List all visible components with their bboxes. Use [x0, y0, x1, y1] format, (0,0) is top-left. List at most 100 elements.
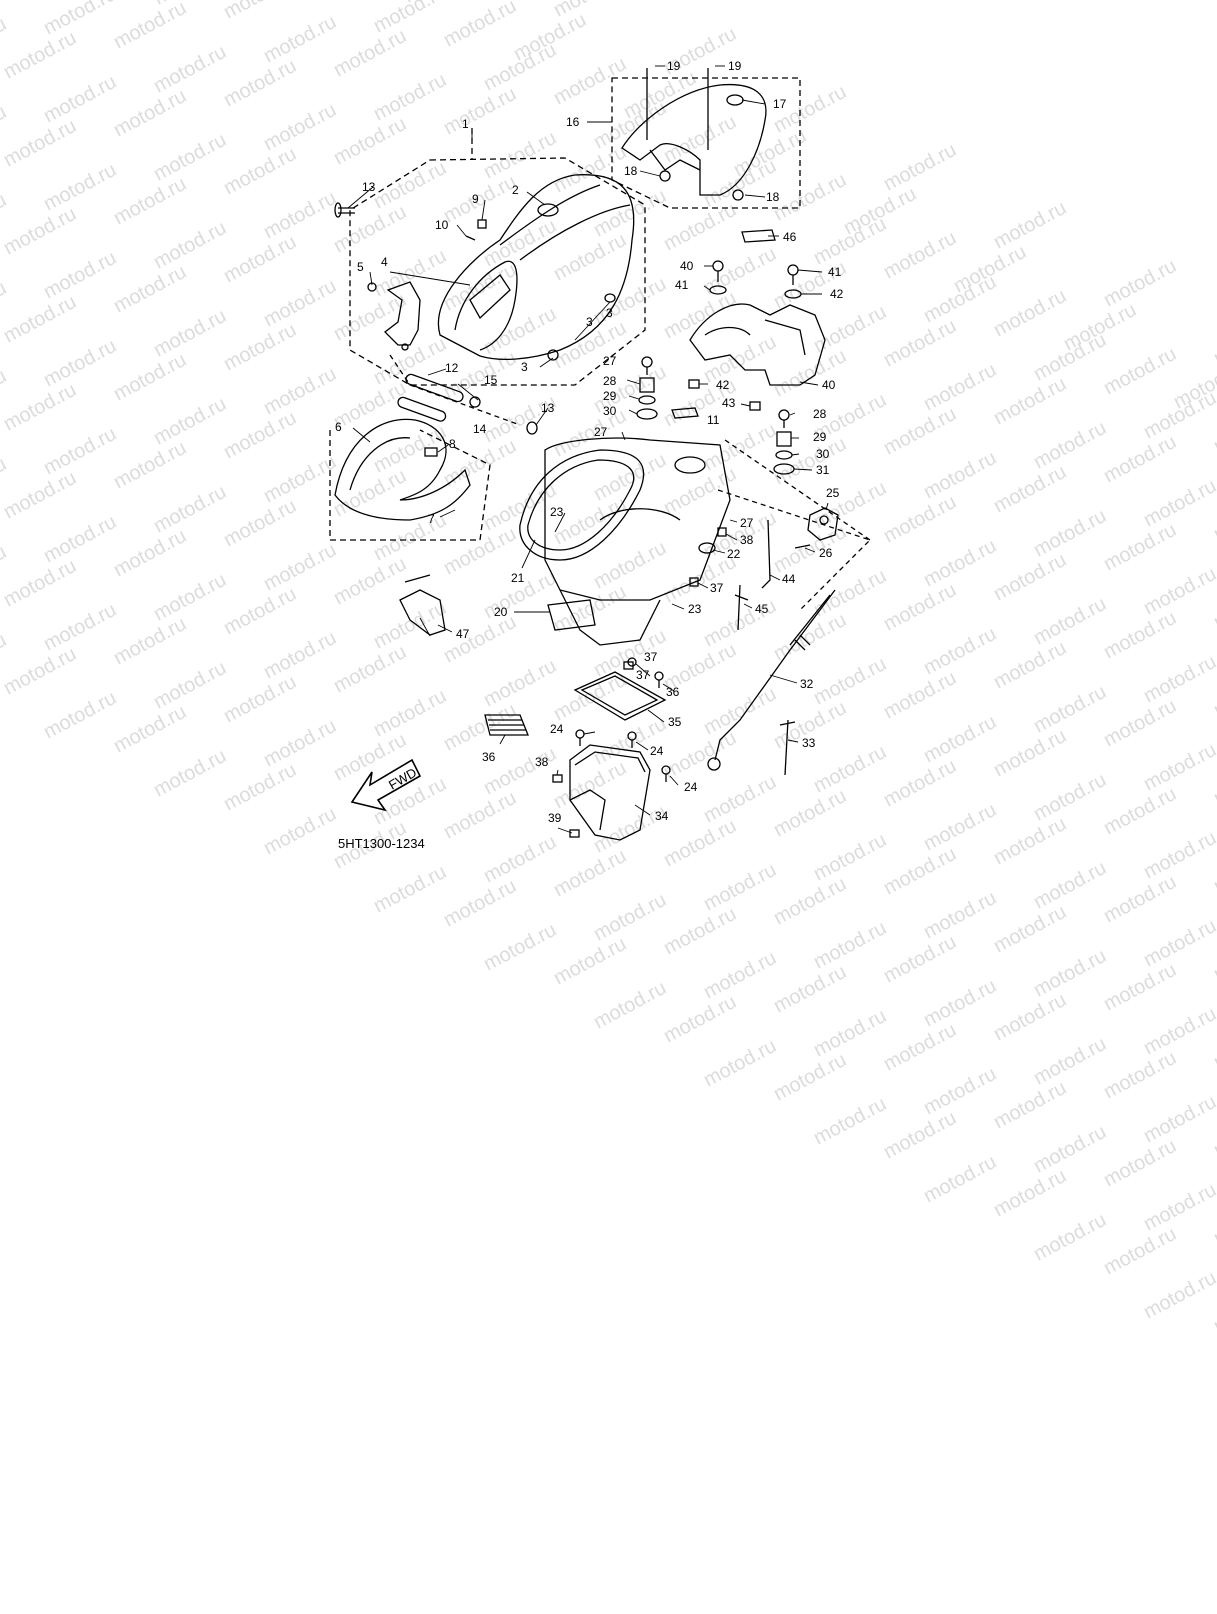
callout-1: 1 — [462, 117, 469, 131]
callout-40: 40 — [822, 378, 836, 392]
callout-46: 46 — [783, 230, 797, 244]
callout-42: 42 — [830, 287, 844, 301]
callout-23: 23 — [688, 602, 702, 616]
watermark-text: motod.ru — [810, 916, 891, 974]
bracket-left — [399, 589, 446, 636]
side-cover — [334, 418, 471, 521]
callout-20: 20 — [494, 605, 508, 619]
callout-33: 33 — [802, 736, 816, 750]
callout-3: 3 — [521, 360, 528, 374]
watermark-text: motod.ru — [810, 1092, 891, 1150]
callout-44: 44 — [782, 572, 796, 586]
fwd-label: FWD — [386, 765, 419, 793]
watermark-text: motod.ru — [1210, 1192, 1217, 1250]
callout-7: 7 — [428, 512, 435, 526]
watermark-text: motod.ru — [1100, 1222, 1181, 1280]
watermark-text: motod.ru — [1210, 1280, 1217, 1338]
cable — [707, 589, 836, 771]
callout-30: 30 — [603, 404, 617, 418]
watermark-text: motod.ru — [1140, 1178, 1217, 1236]
callout-42: 42 — [716, 378, 730, 392]
watermark-text: motod.ru — [880, 1106, 961, 1164]
callout-34: 34 — [655, 809, 669, 823]
callout-4: 4 — [381, 255, 388, 269]
callout-11: 11 — [707, 413, 720, 427]
callout-27: 27 — [594, 425, 608, 439]
callout-37: 37 — [644, 650, 658, 664]
callout-31: 31 — [816, 463, 830, 477]
callout-15: 15 — [484, 373, 498, 387]
watermark-text: motod.ru — [660, 990, 741, 1048]
watermark-text: motod.ru — [920, 974, 1001, 1032]
diagram-code: 5HT1300-1234 — [338, 836, 425, 851]
callout-14: 14 — [473, 422, 487, 436]
parts-diagram: 1233345678910111213131415161718181919202… — [329, 59, 872, 851]
watermark-text: motod.ru — [590, 976, 671, 1034]
watermark-text: motod.ru — [990, 988, 1071, 1046]
callout-29: 29 — [603, 389, 617, 403]
callout-45: 45 — [755, 602, 769, 616]
callout-18: 18 — [624, 164, 638, 178]
callout-43: 43 — [722, 396, 736, 410]
hinge-bracket — [384, 281, 421, 346]
callout-28: 28 — [813, 407, 827, 421]
callout-2: 2 — [512, 183, 519, 197]
rear-cover — [689, 303, 826, 386]
callout-21: 21 — [511, 571, 525, 585]
watermark-text: motod.ru — [990, 1164, 1071, 1222]
callout-23: 23 — [550, 505, 564, 519]
callout-24: 24 — [650, 744, 664, 758]
callout-41: 41 — [828, 265, 842, 279]
callout-5: 5 — [357, 260, 364, 274]
watermark-text: motod.ru — [1030, 1120, 1111, 1178]
callout-39: 39 — [548, 811, 562, 825]
callout-36: 36 — [666, 685, 680, 699]
seat-assembly-boundary — [349, 157, 646, 386]
watermark-text: motod.ru — [700, 946, 781, 1004]
watermark-text: motod.ru — [1210, 1104, 1217, 1162]
callout-38: 38 — [740, 533, 754, 547]
callout-25: 25 — [826, 486, 840, 500]
callout-13: 13 — [362, 180, 376, 194]
lid — [573, 671, 667, 721]
watermark-text: motod.ru — [1140, 1266, 1217, 1324]
callout-37: 37 — [710, 581, 724, 595]
callout-24: 24 — [684, 780, 698, 794]
callout-22: 22 — [727, 547, 741, 561]
watermark-text: motod.ru — [700, 1034, 781, 1092]
watermark-text: motod.ru — [770, 960, 851, 1018]
callout-3: 3 — [606, 306, 613, 320]
watermark-text: motod.ru — [920, 1062, 1001, 1120]
watermark-text: motod.ru — [1140, 1090, 1217, 1148]
callout-27: 27 — [740, 516, 754, 530]
callout-35: 35 — [668, 715, 682, 729]
tail-cover-boundary — [611, 77, 801, 209]
watermark-text: motod.ru — [920, 1150, 1001, 1208]
watermark-text: motod.ru — [550, 932, 631, 990]
callout-40: 40 — [680, 259, 694, 273]
callout-41: 41 — [675, 278, 689, 292]
watermark-text: motod.ru — [1100, 1046, 1181, 1104]
callout-27: 27 — [603, 354, 617, 368]
watermark-text: motod.ru — [1210, 928, 1217, 986]
callout-3: 3 — [586, 315, 593, 329]
watermark-text: motod.ru — [880, 930, 961, 988]
lock — [807, 507, 839, 541]
callout-10: 10 — [435, 218, 449, 232]
callout-32: 32 — [800, 677, 814, 691]
watermark-text: motod.ru — [810, 1004, 891, 1062]
watermark-text: motod.ru — [480, 918, 561, 976]
watermark-text: motod.ru — [770, 1048, 851, 1106]
watermark-text: motod.ru — [1100, 1134, 1181, 1192]
seat — [437, 174, 635, 361]
callout-30: 30 — [816, 447, 830, 461]
callout-18: 18 — [766, 190, 780, 204]
callout-9: 9 — [472, 192, 479, 206]
pad — [484, 714, 529, 736]
watermark-text: motod.ru — [880, 1018, 961, 1076]
callout-26: 26 — [819, 546, 833, 560]
bracket-box — [569, 744, 651, 841]
callout-36: 36 — [482, 750, 496, 764]
watermark-text: motod.ru — [1210, 1016, 1217, 1074]
